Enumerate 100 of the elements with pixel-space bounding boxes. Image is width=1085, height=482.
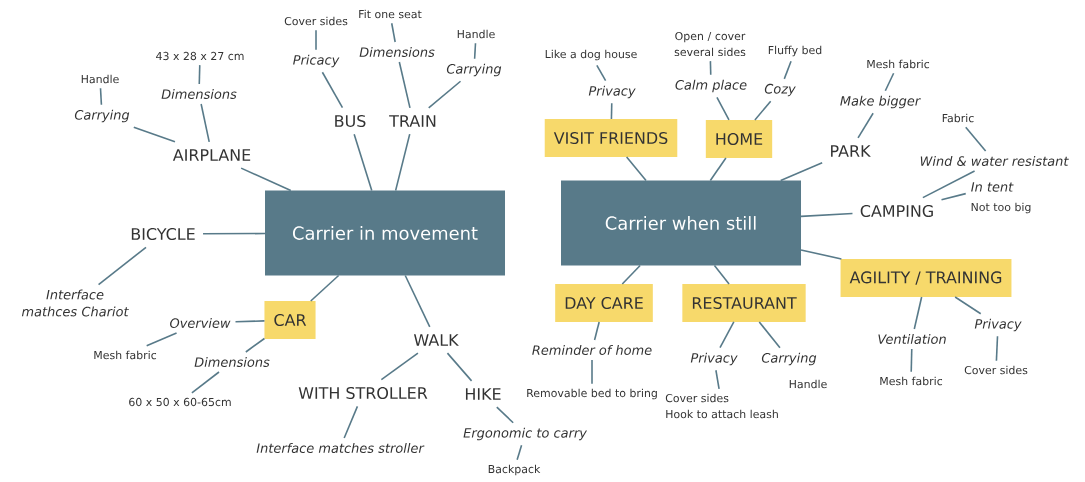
connector-line bbox=[99, 87, 103, 106]
category-box: VISIT FRIENDS bbox=[544, 119, 678, 157]
feature-label: Carrying bbox=[761, 352, 817, 366]
connector-line bbox=[758, 321, 781, 349]
connector-line bbox=[621, 264, 641, 285]
category-label: BICYCLE bbox=[131, 227, 195, 240]
category-label: AIRPLANE bbox=[172, 149, 251, 161]
category-box: AGILITY / TRAINING bbox=[840, 259, 1012, 297]
detail-label: Open / cover several sides bbox=[674, 31, 746, 57]
connector-line bbox=[97, 246, 147, 286]
connector-line bbox=[446, 352, 473, 382]
connector-line bbox=[321, 71, 344, 109]
category-label: CAMPING bbox=[860, 204, 933, 217]
connector-line bbox=[145, 332, 178, 347]
detail-label: Like a dog house bbox=[545, 49, 637, 61]
feature-label: In tent bbox=[971, 182, 1014, 192]
feature-label: Ventilation bbox=[878, 334, 946, 344]
connector-line bbox=[940, 192, 967, 201]
connector-line bbox=[800, 249, 843, 260]
connector-line bbox=[716, 96, 730, 121]
connector-line bbox=[964, 126, 987, 152]
detail-label: Fit one seat bbox=[359, 9, 422, 19]
detail-label: Handle bbox=[457, 29, 495, 39]
feature-label: Make bigger bbox=[840, 95, 921, 109]
detail-label: 43 x 28 x 27 cm bbox=[156, 51, 244, 61]
detail-label: Cover sides Hook to attach leash bbox=[665, 393, 778, 419]
connector-line bbox=[954, 296, 982, 315]
connector-line bbox=[133, 126, 176, 143]
feature-label: Reminder of home bbox=[532, 345, 652, 355]
connector-line bbox=[995, 335, 999, 362]
connector-line bbox=[394, 133, 411, 192]
connector-line bbox=[715, 369, 720, 390]
connector-line bbox=[343, 405, 359, 439]
category-box: CAR bbox=[264, 301, 316, 339]
feature-label: Overview bbox=[170, 318, 231, 328]
detail-label: Cover sides bbox=[284, 16, 348, 26]
connector-line bbox=[779, 162, 823, 182]
detail-label: Mesh fabric bbox=[94, 350, 157, 360]
detail-label: Handle bbox=[81, 74, 119, 84]
connector-line bbox=[713, 264, 730, 285]
feature-label: Dimensions bbox=[194, 357, 270, 367]
detail-label: Mesh fabric bbox=[880, 376, 943, 386]
connector-line bbox=[234, 320, 266, 323]
feature-label: Cozy bbox=[764, 83, 796, 97]
connector-line bbox=[857, 112, 874, 139]
detail-label: Mesh fabric bbox=[867, 59, 930, 69]
feature-label: Interface mathces Chariot bbox=[21, 289, 129, 317]
connector-line bbox=[709, 157, 727, 182]
feature-label: Wind & water resistant bbox=[920, 156, 1069, 166]
feature-label: Interface matches stroller bbox=[256, 443, 425, 453]
connector-line bbox=[245, 337, 266, 353]
connector-line bbox=[240, 167, 292, 192]
connector-line bbox=[884, 72, 895, 92]
topic-box: Carrier in movement bbox=[265, 190, 505, 276]
connector-line bbox=[200, 103, 210, 143]
feature-label: Calm place bbox=[675, 79, 747, 93]
connector-line bbox=[191, 371, 220, 394]
feature-label: Ergonomic to carry bbox=[463, 427, 587, 441]
connector-line bbox=[610, 102, 613, 120]
detail-label: Fluffy bed bbox=[768, 45, 822, 57]
detail-label: 60 x 50 x 60-65cm bbox=[129, 397, 231, 407]
connector-line bbox=[496, 406, 514, 424]
topic-box: Carrier when still bbox=[561, 180, 801, 266]
connector-line bbox=[516, 444, 523, 461]
connector-line bbox=[709, 60, 712, 76]
connector-line bbox=[591, 359, 593, 385]
connector-line bbox=[404, 274, 431, 328]
category-box: DAY CARE bbox=[555, 284, 653, 322]
note-text: Handle bbox=[789, 379, 827, 389]
detail-label: Cover sides bbox=[964, 365, 1028, 375]
category-label: BUS bbox=[335, 114, 366, 127]
feature-label: Privacy bbox=[588, 85, 636, 99]
note-text: Not too big bbox=[971, 202, 1031, 214]
connector-line bbox=[353, 133, 373, 192]
connector-line bbox=[473, 42, 477, 60]
detail-label: Removable bed to bring bbox=[527, 388, 657, 400]
connector-line bbox=[198, 64, 201, 85]
connector-line bbox=[309, 274, 340, 302]
connector-line bbox=[596, 64, 607, 82]
category-label: HIKE bbox=[465, 388, 501, 400]
connector-line bbox=[754, 100, 772, 121]
detail-label: Backpack bbox=[488, 464, 541, 476]
category-label: PARK bbox=[831, 145, 871, 157]
feature-label: Carrying bbox=[74, 109, 130, 123]
connector-line bbox=[202, 232, 266, 235]
detail-label: Fabric bbox=[942, 113, 974, 123]
connector-line bbox=[800, 212, 854, 218]
category-label: WITH STROLLER bbox=[298, 386, 428, 399]
connector-line bbox=[380, 352, 419, 381]
connector-line bbox=[315, 29, 317, 51]
category-label: WALK bbox=[413, 334, 459, 346]
feature-label: Dimensions bbox=[161, 89, 237, 99]
connector-line bbox=[913, 296, 923, 330]
connector-line bbox=[719, 321, 735, 349]
feature-label: Carrying bbox=[446, 63, 502, 77]
feature-label: Dimensions bbox=[359, 47, 435, 57]
feature-label: Privacy bbox=[974, 318, 1022, 332]
connector-line bbox=[922, 170, 976, 199]
category-box: HOME bbox=[705, 120, 773, 158]
category-label: TRAIN bbox=[389, 115, 436, 127]
